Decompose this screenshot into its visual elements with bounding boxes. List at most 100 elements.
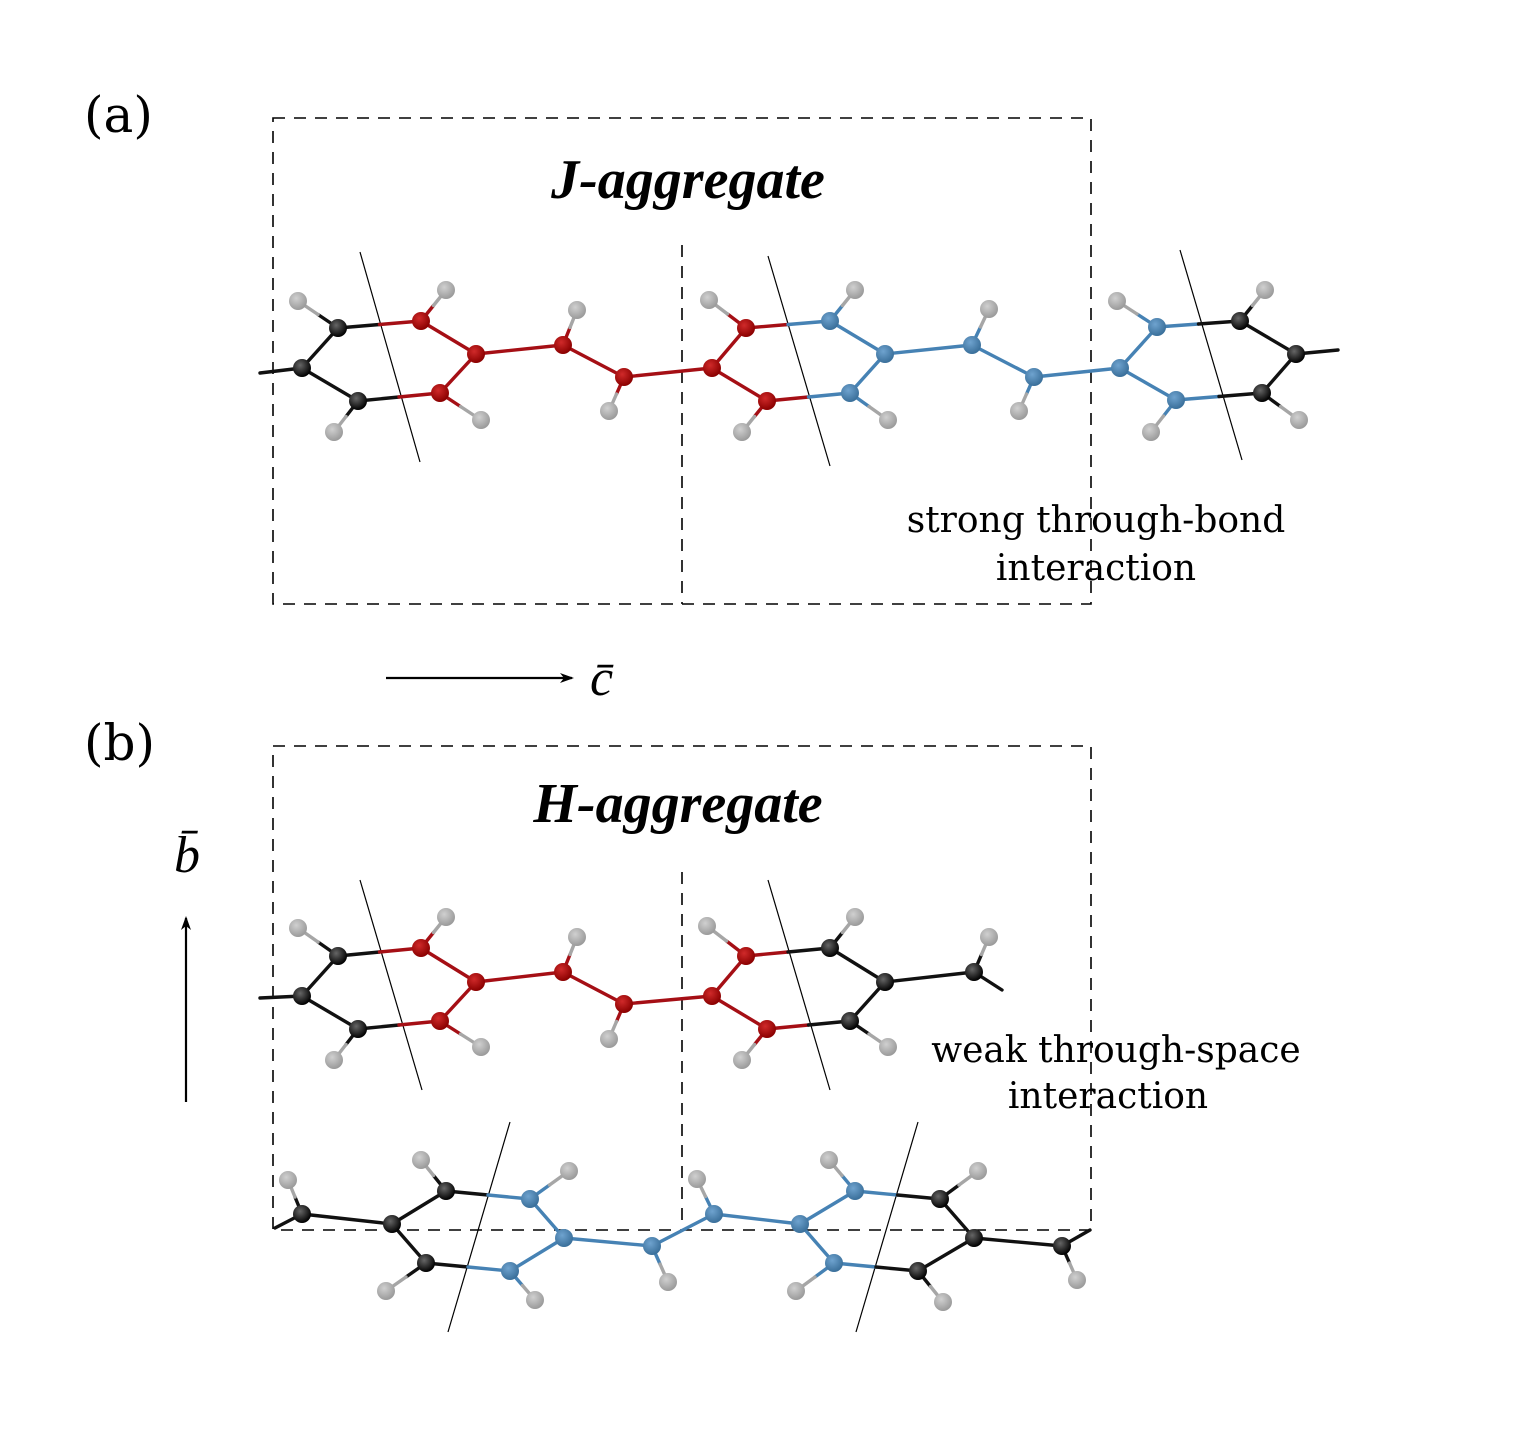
carbon-atom <box>293 359 311 377</box>
panel-b-label: (b) <box>84 714 155 772</box>
carbon-atom <box>1148 318 1166 336</box>
hydrogen-atom <box>1010 402 1028 420</box>
bond-line <box>508 1236 566 1273</box>
carbon-atom <box>349 392 367 410</box>
molecular-plane-line <box>767 879 831 1091</box>
j-aggregate-title: J-aggregate <box>550 149 825 211</box>
bond-line <box>710 994 769 1031</box>
carbon-atom <box>876 345 894 363</box>
hydrogen-atom <box>1290 411 1308 429</box>
carbon-atom <box>1111 359 1129 377</box>
hydrogen-atom <box>787 1282 805 1300</box>
bond-line <box>622 366 714 379</box>
carbon-atom <box>1253 384 1271 402</box>
carbon-atom <box>821 312 839 330</box>
panel-a-label: (a) <box>84 86 153 144</box>
bond-line <box>419 946 478 984</box>
hydrogen-atom <box>846 908 864 926</box>
carbon-atom <box>876 973 894 991</box>
bond-line <box>710 366 769 403</box>
molecular-plane-line <box>447 1121 511 1333</box>
hydrogen-atom <box>879 411 897 429</box>
hydrogen-atom <box>568 301 586 319</box>
carbon-atom <box>841 384 859 402</box>
carbon-atom <box>329 319 347 337</box>
bond-line <box>828 319 887 356</box>
carbon-atom <box>758 392 776 410</box>
hydrogen-atom <box>846 281 864 299</box>
hydrogen-atom <box>1142 423 1160 441</box>
through-bond-note-line2: interaction <box>996 548 1196 589</box>
carbon-atom <box>349 1020 367 1038</box>
carbon-atom <box>467 973 485 991</box>
hydrogen-atom <box>377 1282 395 1300</box>
carbon-atom <box>703 987 721 1005</box>
bond-line <box>970 343 1036 379</box>
molecular-plane-line <box>855 1121 919 1333</box>
carbon-atom <box>431 1012 449 1030</box>
bond-line <box>650 1212 716 1248</box>
hydrogen-atom <box>289 292 307 310</box>
carbon-atom <box>417 1254 435 1272</box>
carbon-atom <box>909 1262 927 1280</box>
hydrogen-atom <box>437 281 455 299</box>
carbon-atom <box>643 1237 661 1255</box>
b-axis-label: b̄ <box>174 827 200 884</box>
through-space-note-line1: weak through-space <box>931 1030 1300 1071</box>
hydrogen-atom <box>1108 292 1126 310</box>
bond-line <box>712 1212 802 1226</box>
hydrogen-atom <box>698 917 716 935</box>
carbon-atom <box>467 345 485 363</box>
hydrogen-atom <box>969 1162 987 1180</box>
hydrogen-atom <box>526 1291 544 1309</box>
hydrogen-atom <box>700 291 718 309</box>
hydrogen-atom <box>289 919 307 937</box>
molecular-plane-line <box>359 879 423 1091</box>
hydrogen-atom <box>325 1051 343 1069</box>
bond-line <box>916 1236 976 1273</box>
molecular-planes <box>359 249 1243 1333</box>
carbon-atom <box>965 963 983 981</box>
through-space-note-line2: interaction <box>1008 1076 1208 1117</box>
bond-line <box>883 970 976 984</box>
carbon-atom <box>383 1215 401 1233</box>
carbon-atom <box>1167 391 1185 409</box>
carbon-atom <box>329 947 347 965</box>
hydrogen-atom <box>733 423 751 441</box>
hydrogen-atom <box>1256 281 1274 299</box>
hydrogen-atom <box>688 1170 706 1188</box>
hydrogen-atom <box>934 1293 952 1311</box>
h-aggregate-title: H-aggregate <box>532 773 822 835</box>
c-axis-label: c̄ <box>590 650 614 707</box>
bond-line <box>828 946 887 984</box>
molecular-atoms <box>279 281 1308 1311</box>
bond-line <box>622 994 714 1006</box>
carbon-atom <box>705 1205 723 1223</box>
carbon-atom <box>758 1020 776 1038</box>
hydrogen-atom <box>437 908 455 926</box>
hydrogen-atom <box>980 928 998 946</box>
molecular-plane-line <box>1179 249 1243 461</box>
carbon-atom <box>615 995 633 1013</box>
carbon-atom <box>431 384 449 402</box>
hydrogen-atom <box>568 928 586 946</box>
molecular-plane-line <box>767 255 831 467</box>
bond-line <box>562 1236 654 1248</box>
carbon-atom <box>554 336 572 354</box>
carbon-atom <box>437 1182 455 1200</box>
bond-line <box>300 366 360 403</box>
bond-line <box>1118 366 1178 402</box>
carbon-atom <box>501 1262 519 1280</box>
hydrogen-atom <box>733 1051 751 1069</box>
carbon-atom <box>703 359 721 377</box>
hydrogen-atom <box>879 1038 897 1056</box>
carbon-atom <box>821 939 839 957</box>
carbon-atom <box>1053 1237 1071 1255</box>
carbon-atom <box>931 1190 949 1208</box>
bond-line <box>474 970 565 984</box>
bond-line <box>419 319 478 356</box>
through-bond-note-line1: strong through-bond <box>907 500 1286 541</box>
carbon-atom <box>412 312 430 330</box>
hydrogen-atom <box>412 1151 430 1169</box>
